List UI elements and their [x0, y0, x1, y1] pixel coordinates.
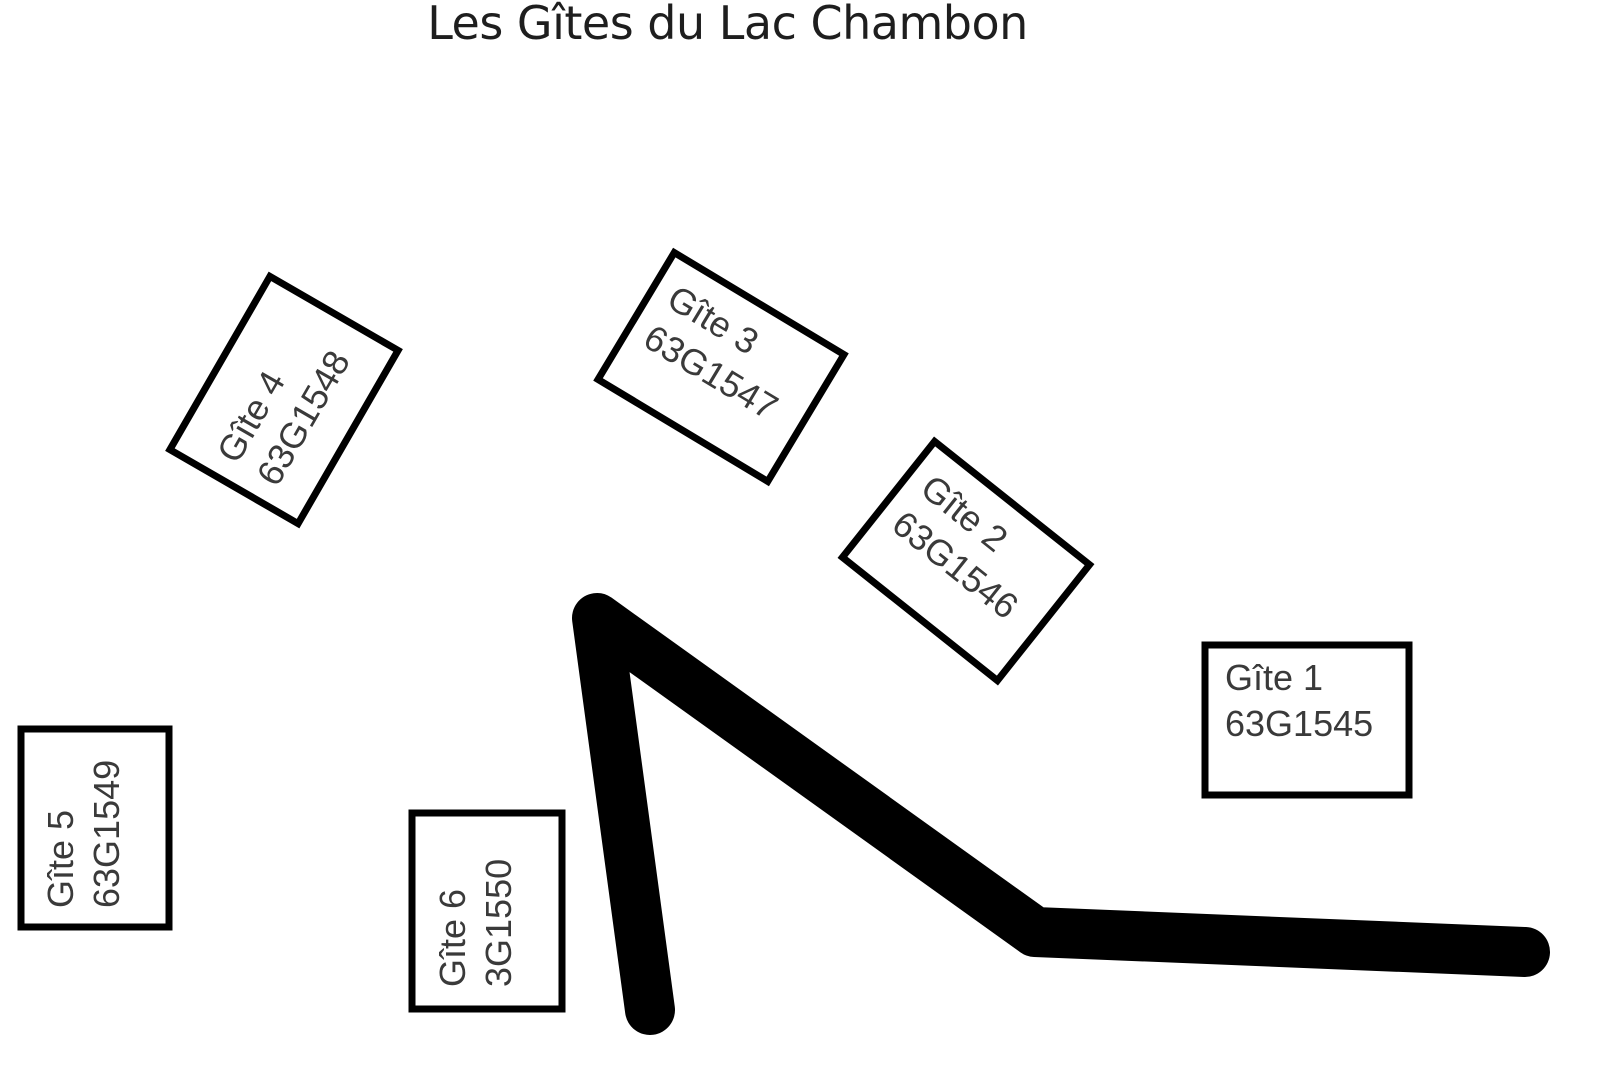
gite-2-outline — [837, 436, 1095, 686]
gite-2[interactable]: Gîte 2 63G1546 — [837, 436, 1095, 686]
gite-6-name: Gîte 6 — [432, 889, 473, 987]
gite-1[interactable]: Gîte 1 63G1545 — [1201, 641, 1413, 799]
gite-3-outline — [593, 247, 849, 487]
gite-1-code: 63G1545 — [1225, 703, 1373, 744]
map-title: Les Gîtes du Lac Chambon — [427, 0, 1028, 50]
gite-6-outline — [408, 809, 566, 1013]
gite-5-code: 63G1549 — [86, 760, 127, 908]
gite-4-outline — [165, 271, 403, 529]
gite-4[interactable]: Gîte 4 63G1548 — [165, 271, 403, 529]
gite-6[interactable]: Gîte 6 3G1550 — [408, 809, 566, 1013]
gite-6-code: 3G1550 — [478, 859, 519, 987]
road — [572, 593, 1550, 1035]
gite-3[interactable]: Gîte 3 63G1547 — [593, 247, 849, 487]
gite-5-name: Gîte 5 — [40, 810, 81, 908]
gite-1-name: Gîte 1 — [1225, 657, 1323, 698]
gite-1-outline — [1201, 641, 1413, 799]
gite-5-outline — [17, 725, 173, 931]
gite-5[interactable]: Gîte 5 63G1549 — [17, 725, 173, 931]
